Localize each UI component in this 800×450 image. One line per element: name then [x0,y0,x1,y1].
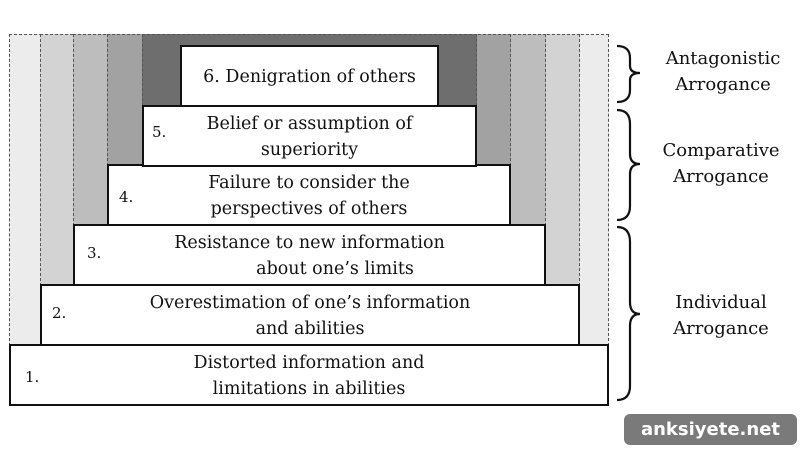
watermark-badge: anksiyete.net [624,414,797,445]
brace-individual [616,225,641,402]
brace-comparative [616,108,641,222]
brace-antagonistic [616,44,641,104]
step-4-line-1: Failure to consider the [208,173,410,193]
label-individual-line-1: Individual [675,292,767,313]
step-6-box: 6. Denigration of others [180,45,439,107]
step-1-line-2: limitations in abilities [212,379,406,399]
label-comparative: Comparative Arrogance [646,138,796,190]
step-1-line-1: Distorted information and [193,353,425,373]
label-comparative-line-1: Comparative [662,140,780,161]
step-6-text: 6. Denigration of others [203,67,416,87]
step-3-line-1: Resistance to new information [174,233,445,253]
label-antagonistic-line-2: Arrogance [675,74,771,95]
label-comparative-line-2: Arrogance [673,166,769,187]
step-3-line-2: about one’s limits [256,259,414,279]
step-3-number: 3. [87,244,102,262]
step-2-box: 2. Overestimation of one’s information a… [40,284,580,346]
step-5-box: 5. Belief or assumption of superiority [142,105,477,167]
step-2-line-2: and abilities [255,319,365,339]
step-3-box: 3. Resistance to new information about o… [73,224,546,286]
step-5-number: 5. [152,123,167,141]
label-individual-line-2: Arrogance [673,318,769,339]
step-2-line-1: Overestimation of one’s information [149,293,471,313]
step-5-line-2: superiority [260,140,359,160]
step-4-number: 4. [119,188,134,206]
step-4-box: 4. Failure to consider the perspectives … [107,164,511,226]
step-5-line-1: Belief or assumption of [206,114,413,134]
step-2-number: 2. [52,304,67,322]
step-4-line-2: perspectives of others [210,199,408,219]
label-antagonistic: Antagonistic Arrogance [648,46,798,98]
step-1-number: 1. [25,368,40,386]
label-individual: Individual Arrogance [646,290,796,342]
step-1-box: 1. Distorted information and limitations… [9,344,609,406]
label-antagonistic-line-1: Antagonistic [665,48,781,69]
